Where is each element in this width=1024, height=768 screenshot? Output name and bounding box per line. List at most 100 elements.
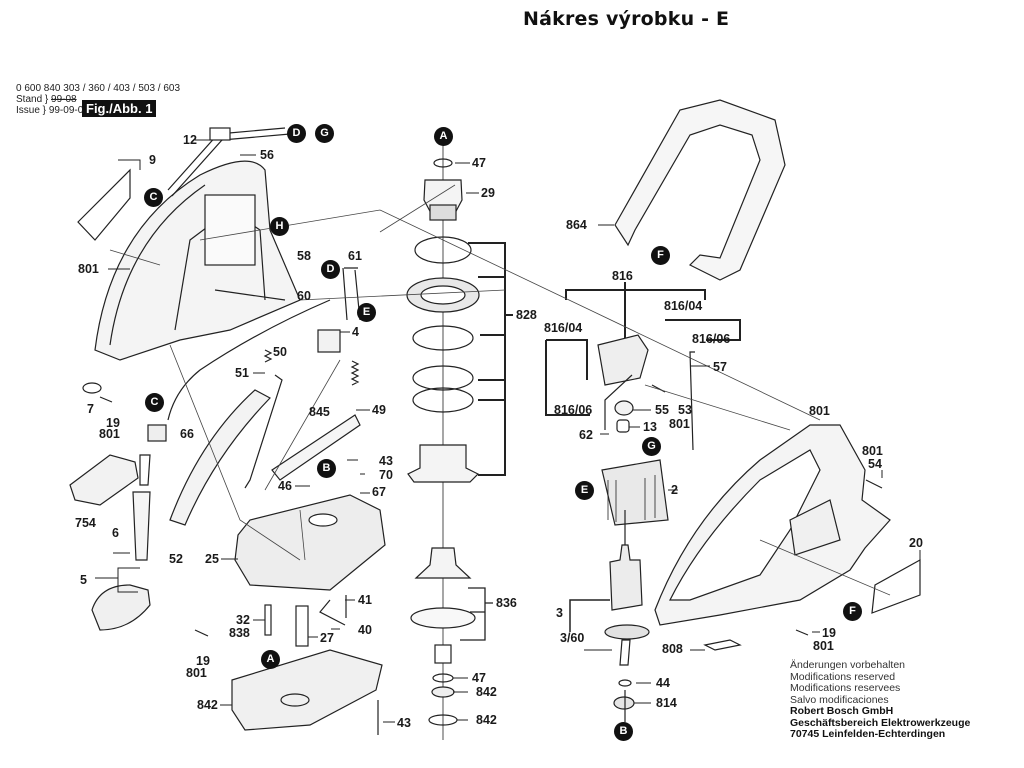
part-label: 43 [397, 716, 411, 730]
ref-marker-B: B [614, 722, 633, 741]
ref-marker-B: B [317, 459, 336, 478]
part-label: 816/04 [664, 299, 703, 313]
ref-marker-F: F [651, 246, 670, 265]
part-label: 47 [472, 671, 486, 685]
company-line: Geschäftsbereich Elektrowerkzeuge [790, 716, 971, 729]
label-sheet-9 [77, 168, 131, 241]
part-label: 816/04 [544, 321, 583, 335]
part-label: 7 [87, 402, 94, 416]
part-label: 49 [372, 403, 386, 417]
part-label: 4 [352, 325, 359, 339]
ref-marker-E: E [575, 481, 594, 500]
part-label: 44 [656, 676, 670, 690]
part-label: 41 [358, 593, 372, 607]
document-header: 0 600 840 303 / 360 / 403 / 503 / 603 St… [16, 83, 181, 116]
part-label: 816/06 [692, 332, 731, 346]
part-label: 816 [612, 269, 633, 283]
ref-marker-H: H [270, 217, 289, 236]
ref-marker-D: D [321, 260, 340, 279]
part-label: 20 [909, 536, 923, 550]
ref-marker-C: C [144, 188, 163, 207]
part-label: 43 [379, 454, 393, 468]
part-label: 801 [78, 262, 99, 276]
part-label: 55 [655, 403, 669, 417]
part-label: 12 [183, 133, 197, 147]
part-label: 814 [656, 696, 677, 710]
left-housing-part [94, 160, 301, 361]
part-label: 27 [320, 631, 334, 645]
ref-marker-A: A [261, 650, 280, 669]
part-label: 61 [348, 249, 362, 263]
part-label: 845 [309, 405, 330, 419]
part-label: 66 [180, 427, 194, 441]
part-label: 25 [205, 552, 219, 566]
note-line: Salvo modificaciones [790, 693, 889, 706]
part-label: 3 [556, 606, 563, 620]
part-numbers: 0 600 840 303 / 360 / 403 / 503 / 603 [16, 83, 181, 94]
part-label: 801 [809, 404, 830, 418]
part-label: 838 [229, 626, 250, 640]
part-label: 56 [260, 148, 274, 162]
part-label: 9 [149, 153, 156, 167]
part-label: 816/06 [554, 403, 593, 417]
ref-marker-D: D [287, 124, 306, 143]
ref-marker-F: F [843, 602, 862, 621]
part-label: 842 [476, 713, 497, 727]
part-label: 50 [273, 345, 287, 359]
part-label: 6 [112, 526, 119, 540]
part-label: 801 [669, 417, 690, 431]
part-label: 52 [169, 552, 183, 566]
gear-stack [406, 136, 480, 740]
part-label: 5 [80, 573, 87, 587]
part-label: 801 [813, 639, 834, 653]
note-line: Modifications reserved [790, 670, 896, 683]
note-line: Modifications reservees [790, 682, 901, 694]
part-label: 19 [196, 654, 210, 668]
part-label: 836 [496, 596, 517, 610]
part-label: 842 [476, 685, 497, 699]
company-line: Robert Bosch GmbH [790, 705, 894, 717]
page-title: Nákres výrobku - E [523, 8, 730, 30]
part-label: 54 [868, 457, 882, 471]
part-label: 3/60 [560, 631, 585, 645]
issue-value: 99-09-06 [48, 105, 89, 116]
part-label: 51 [235, 366, 249, 380]
part-label: 2 [671, 483, 678, 497]
ref-marker-G: G [315, 124, 334, 143]
part-label: 70 [379, 468, 393, 482]
issue-label: Issue [16, 105, 40, 116]
part-label: 46 [278, 479, 292, 493]
notes-block: Änderungen vorbehalten Modifications res… [790, 659, 971, 741]
part-label: 801 [186, 666, 207, 680]
part-label: 58 [297, 249, 311, 263]
stand-value: 99-08 [51, 94, 77, 105]
part-label: 60 [297, 289, 311, 303]
ref-marker-G: G [642, 437, 661, 456]
part-label: 32 [236, 613, 250, 627]
part-label: 29 [481, 186, 495, 200]
stand-label: Stand [16, 94, 43, 105]
company-line: 70745 Leinfelden-Echterdingen [790, 728, 946, 740]
part-label: 57 [713, 360, 727, 374]
part-label: 19 [822, 626, 836, 640]
part-label: 53 [678, 403, 692, 417]
part-label: 47 [472, 156, 486, 170]
part-label: 801 [862, 444, 883, 458]
part-label: 67 [372, 485, 386, 499]
part-label: 864 [566, 218, 587, 232]
note-line: Änderungen vorbehalten [790, 659, 906, 671]
part-label: 842 [197, 698, 218, 712]
part-label: 801 [99, 427, 120, 441]
part-label: 19 [106, 416, 120, 430]
ref-marker-C: C [145, 393, 164, 412]
figure-badge: Fig./Abb. 1 [82, 100, 157, 117]
part-label: 13 [643, 420, 657, 434]
part-label: 40 [358, 623, 372, 637]
part-label: 62 [579, 428, 593, 442]
part-label: 754 [75, 516, 96, 530]
part-label: 828 [516, 308, 537, 322]
ref-marker-A: A [434, 127, 453, 146]
ref-marker-E: E [357, 303, 376, 322]
part-label: 808 [662, 642, 683, 656]
